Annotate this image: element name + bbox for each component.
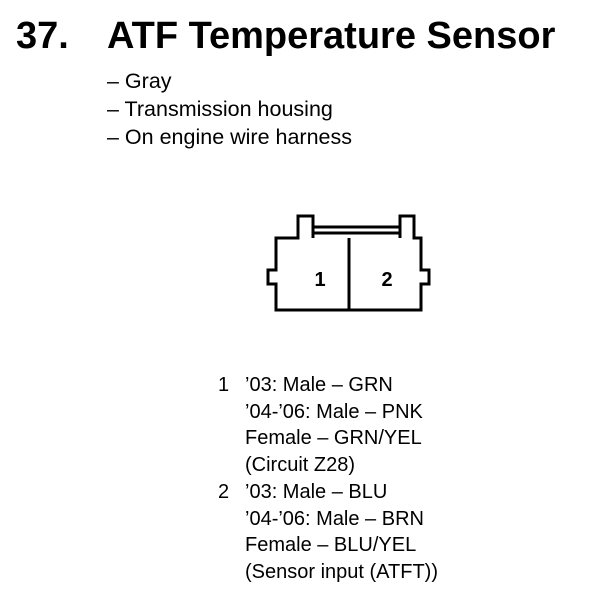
pin-1-line-1: ’03: Male – GRN [245, 374, 393, 396]
pin-1-line-4: (Circuit Z28) [245, 453, 356, 476]
connector-pin-1-label: 1 [314, 269, 325, 291]
pin-1-line-2: ’04-’06: Male – PNK [245, 400, 423, 423]
pin-entry-2: 2 ’03: Male – BLU ’04-’06: Male – BRN Fe… [218, 479, 438, 585]
pin-2-line-3: Female – BLU/YEL [245, 534, 417, 556]
connector-latch [311, 227, 402, 238]
connector-outline [266, 214, 431, 312]
pin-number: 1 [218, 374, 230, 396]
property-location: – Transmission housing [107, 97, 333, 121]
pin-number: 2 [218, 481, 230, 503]
pin-assignments: 1 ’03: Male – GRN ’04-’06: Male – PNK Fe… [218, 372, 438, 586]
connector-diagram: 1 2 [266, 214, 431, 312]
property-harness: – On engine wire harness [107, 125, 353, 149]
pin-entry-1: 1 ’03: Male – GRN ’04-’06: Male – PNK Fe… [218, 372, 438, 478]
pin-2-line-2: ’04-’06: Male – BRN [245, 507, 424, 530]
component-title: ATF Temperature Sensor [107, 15, 556, 57]
section-number: 37. [16, 15, 69, 57]
pin-2-line-1: ’03: Male – BLU [245, 481, 388, 503]
component-properties: – Gray – Transmission housing – On engin… [107, 67, 352, 151]
pin-2-line-4: (Sensor input (ATFT)) [245, 560, 438, 583]
connector-pin-2-label: 2 [381, 269, 392, 291]
property-color: – Gray [107, 69, 172, 93]
pin-1-line-3: Female – GRN/YEL [245, 427, 422, 449]
